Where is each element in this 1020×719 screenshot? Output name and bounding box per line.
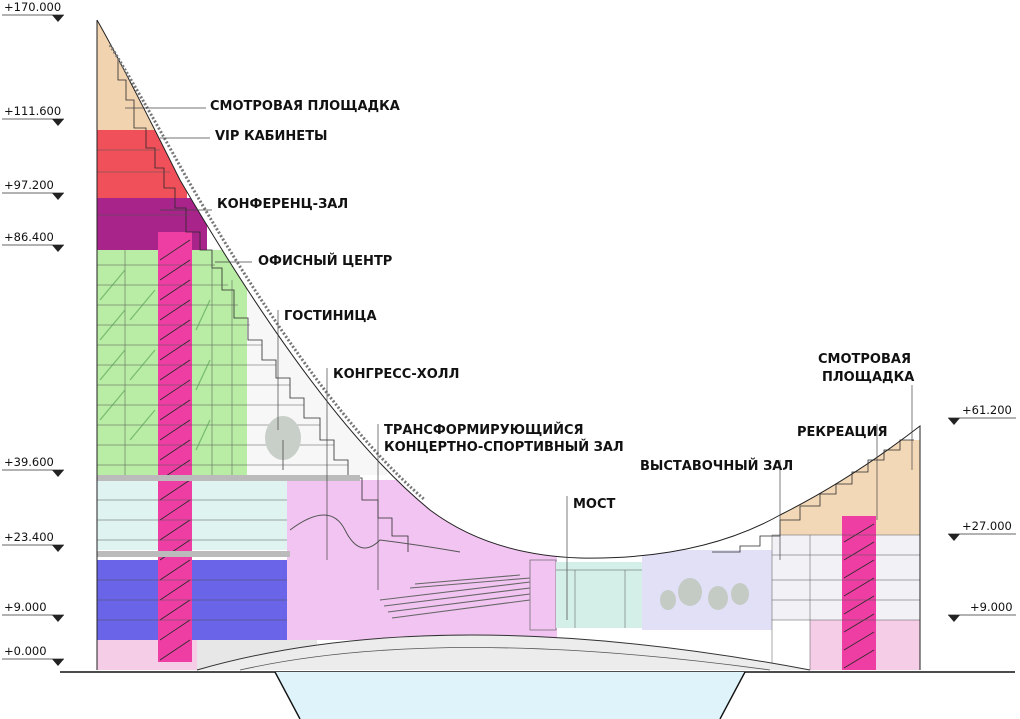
vertical-core-right	[842, 516, 876, 670]
level-label: +23.400	[4, 530, 54, 544]
exhibition-trees	[660, 578, 749, 610]
level-label: +111.600	[4, 104, 61, 118]
label-observation-deck: СМОТРОВАЯ ПЛОЩАДКА	[210, 99, 400, 114]
level-marker: +97.200	[2, 178, 64, 200]
zone-bridge	[556, 562, 642, 628]
label-bridge: МОСТ	[573, 497, 616, 512]
label-recreation: РЕКРЕАЦИЯ	[797, 425, 887, 440]
level-marker: +86.400	[2, 230, 64, 252]
label-concert-hall-1: ТРАНСФОРМИРУЮЩИЙСЯ	[384, 422, 584, 438]
bridge-section	[556, 562, 642, 628]
level-label: +86.400	[4, 230, 54, 244]
ground-and-canal	[60, 634, 1015, 719]
zone-labels: СМОТРОВАЯ ПЛОЩАДКА VIP КАБИНЕТЫ КОНФЕРЕН…	[125, 99, 914, 620]
core-stairs-left	[159, 239, 191, 661]
level-label: +9.000	[970, 600, 1013, 614]
level-marker: +0.000	[2, 644, 64, 666]
level-label: +27.000	[962, 519, 1012, 533]
label-concert-hall-2: КОНЦЕРТНО-СПОРТИВНЫЙ ЗАЛ	[384, 439, 624, 455]
label-office-center: ОФИСНЫЙ ЦЕНТР	[258, 253, 392, 269]
level-marker: +9.000	[948, 600, 1016, 622]
label-conference-hall: КОНФЕРЕНЦ-ЗАЛ	[217, 197, 348, 212]
zone-concert-hall	[287, 480, 557, 640]
label-observation-right-1: СМОТРОВАЯ	[818, 352, 911, 367]
level-markers-right: +61.200 +27.000 +9.000	[948, 403, 1016, 622]
level-marker: +27.000	[948, 519, 1016, 541]
label-observation-right-2: ПЛОЩАДКА	[822, 370, 914, 385]
left-tower	[96, 19, 581, 670]
label-hotel: ГОСТИНИЦА	[284, 309, 377, 324]
zone-exhibition-hall	[642, 550, 772, 630]
level-label: +39.600	[4, 455, 54, 469]
seating-rows	[379, 574, 531, 619]
atrium-tree	[265, 416, 301, 470]
level-markers-left: +170.000 +111.600 +97.200 +86.400 +39.60…	[2, 0, 64, 666]
label-congress-hall: КОНГРЕСС-ХОЛЛ	[333, 367, 459, 382]
label-exhibition-hall: ВЫСТАВОЧНЫЙ ЗАЛ	[640, 458, 793, 474]
level-marker: +23.400	[2, 530, 64, 552]
level-marker: +9.000	[2, 600, 64, 622]
level-marker: +170.000	[2, 0, 64, 22]
level-marker: +39.600	[2, 455, 64, 477]
level-marker: +111.600	[2, 104, 64, 126]
level-label: +61.200	[962, 403, 1012, 417]
label-vip-offices: VIP КАБИНЕТЫ	[215, 129, 328, 144]
level-marker: +61.200	[948, 403, 1016, 425]
level-label: +9.000	[4, 600, 47, 614]
level-label: +97.200	[4, 178, 54, 192]
level-label: +0.000	[4, 644, 47, 658]
level-label: +170.000	[4, 0, 61, 14]
canal	[275, 672, 745, 719]
